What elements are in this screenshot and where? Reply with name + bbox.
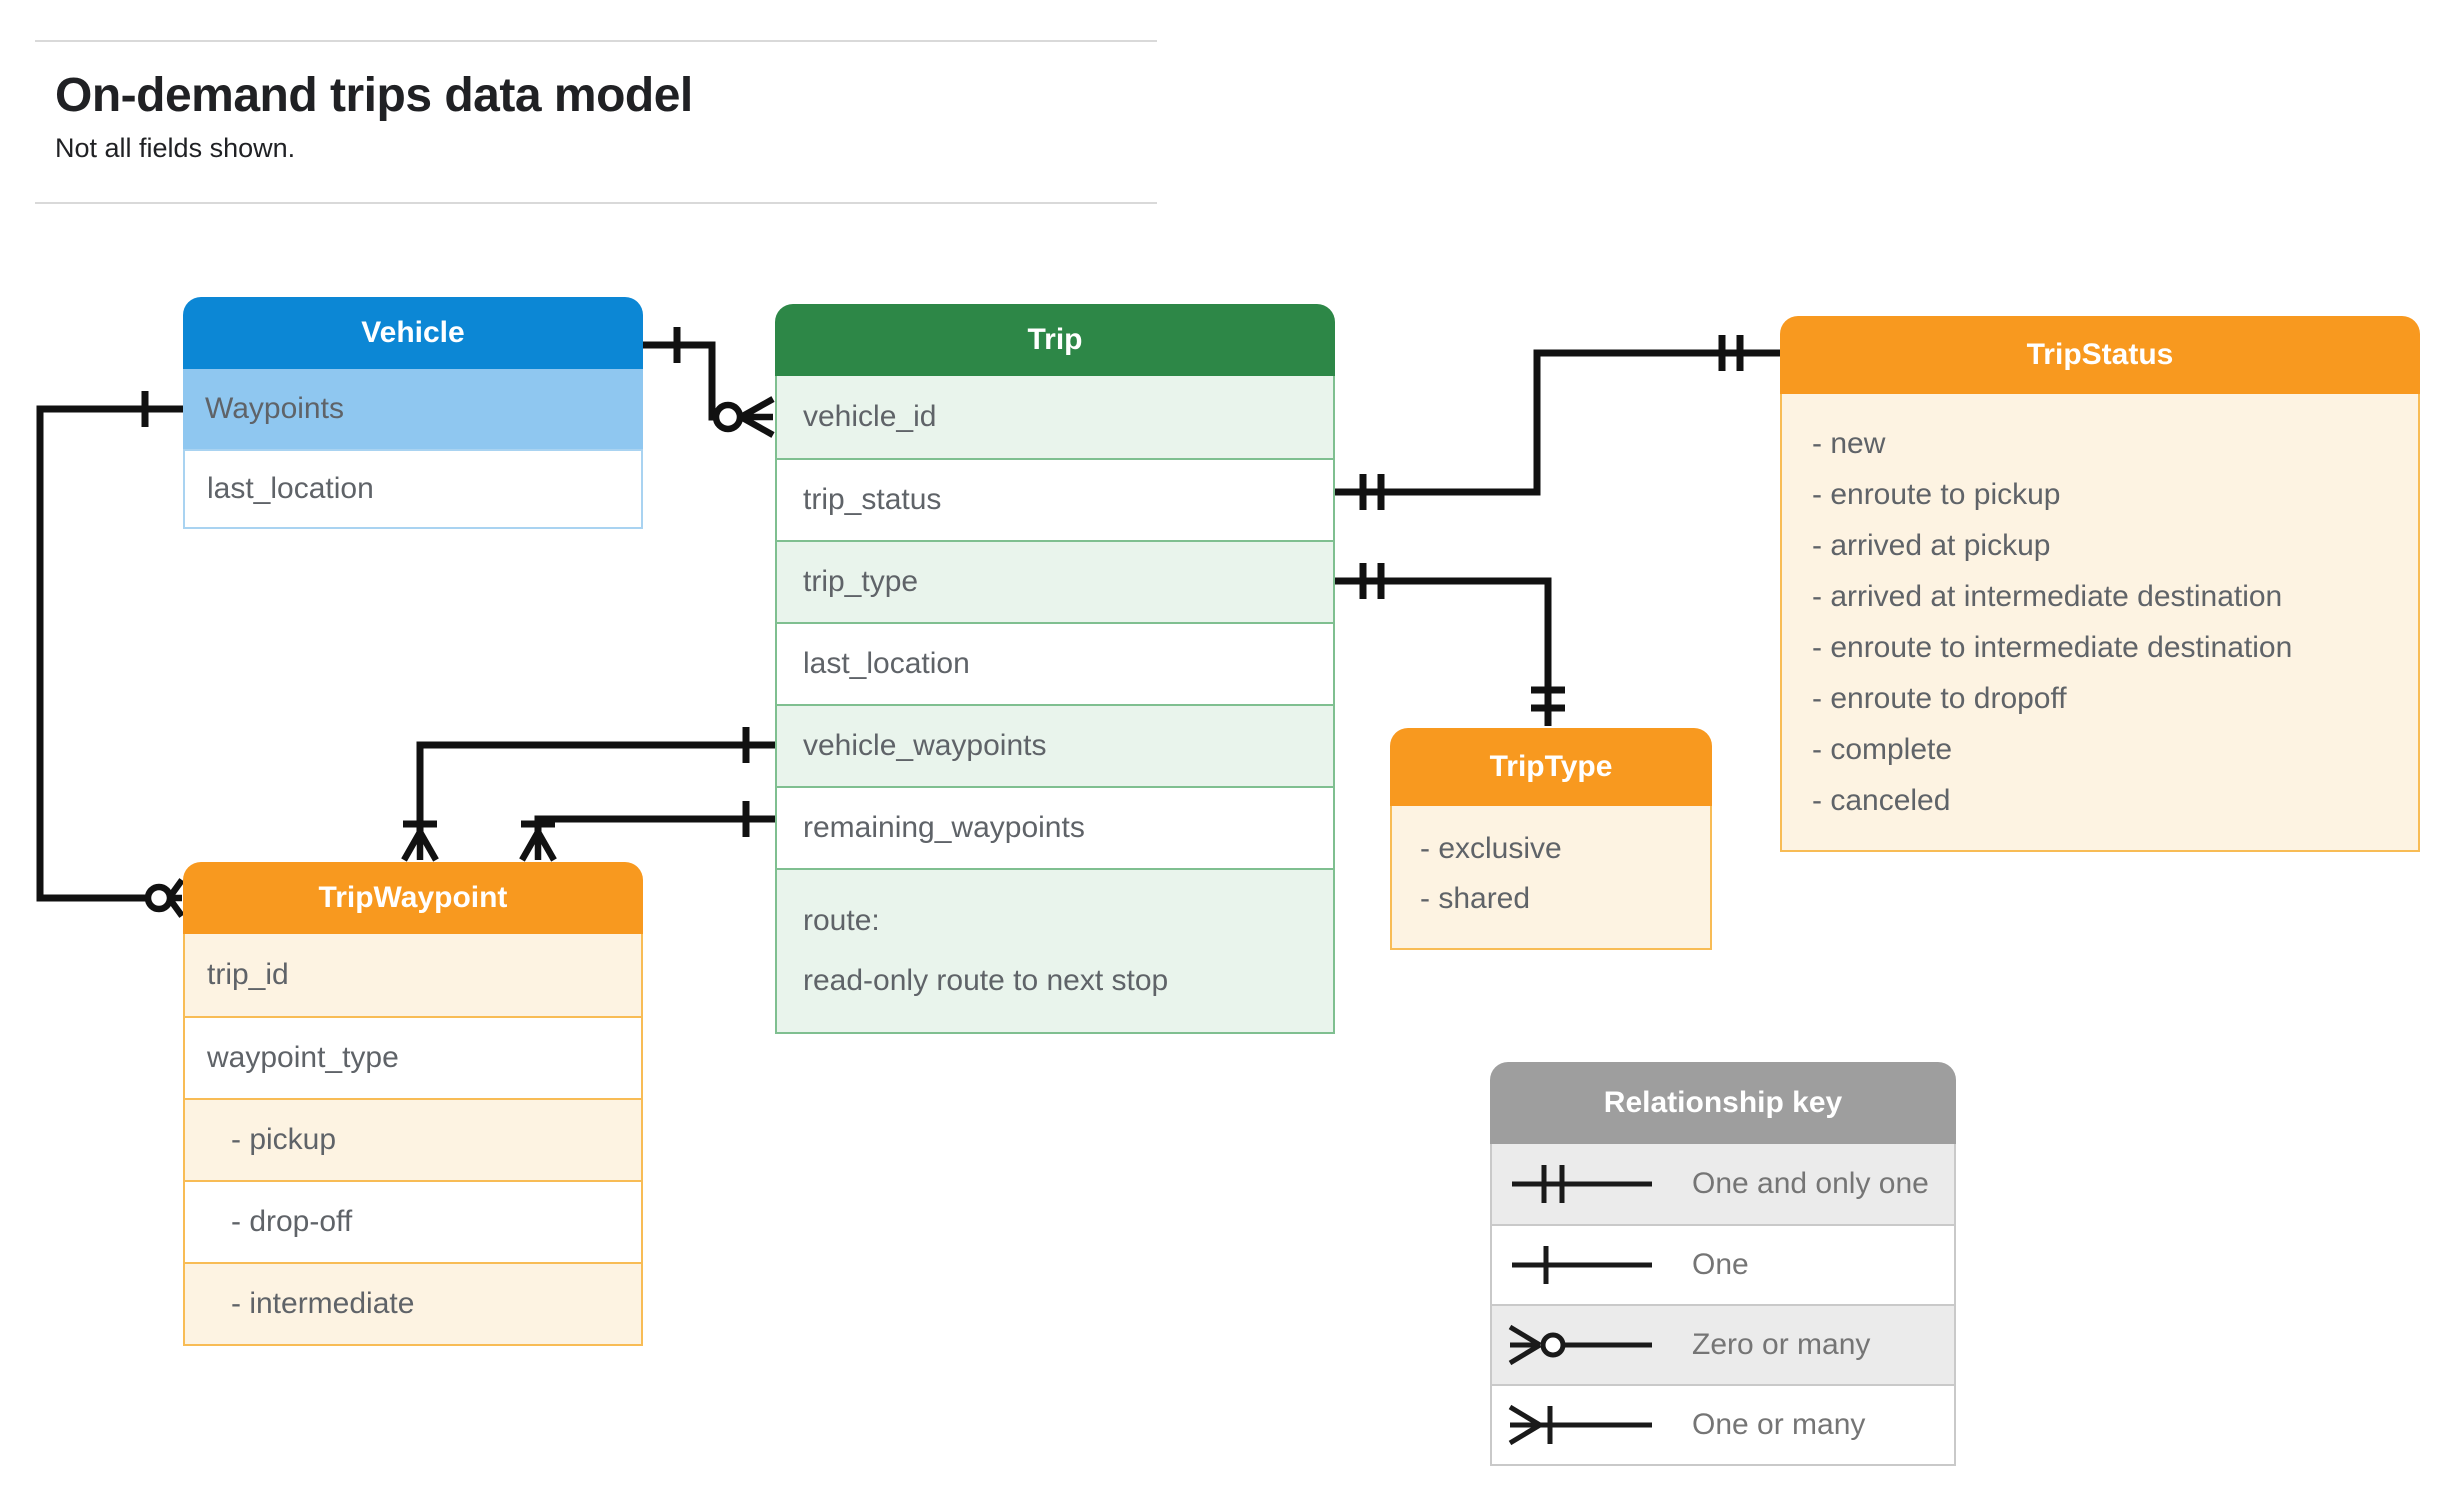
waypoint-type-value-intermediate: - intermediate: [185, 1262, 641, 1344]
one-and-only-one-icon: [1512, 1165, 1652, 1203]
legend-row-one-or-many: One or many: [1492, 1384, 1954, 1464]
zero-circle: [712, 401, 744, 433]
tripstatus-value: - enroute to pickup: [1812, 478, 2061, 511]
connector-line: [534, 815, 775, 832]
triptype-value: - shared: [1420, 882, 1531, 915]
crow-foot: [739, 396, 775, 438]
entity-trip: Trip vehicle_id trip_status trip_type la…: [775, 304, 1335, 1034]
field-trip-vehicle-waypoints: vehicle_waypoints: [777, 704, 1333, 786]
legend-label: One and only one: [1692, 1167, 1929, 1200]
top-divider: [35, 40, 1157, 42]
entity-tripstatus: TripStatus - new - enroute to pickup - a…: [1780, 316, 2420, 852]
connector-line: [416, 741, 775, 832]
relationship-key: Relationship key One and only one One: [1490, 1062, 1956, 1466]
entity-trip-fields: vehicle_id trip_status trip_type last_lo…: [775, 376, 1335, 1034]
title-divider: [35, 202, 1157, 204]
entity-tripwaypoint-title: TripWaypoint: [183, 862, 643, 934]
field-trip-trip-status: trip_status: [777, 458, 1333, 540]
waypoint-type-value-drop-off: - drop-off: [185, 1180, 641, 1262]
entity-triptype: TripType - exclusive - shared: [1390, 728, 1712, 950]
page-title: On-demand trips data model: [55, 69, 693, 122]
legend-label: One: [1692, 1248, 1749, 1281]
route-description: read-only route to next stop: [803, 964, 1169, 997]
zero-or-many-icon: [1508, 1324, 1652, 1366]
trip-status-to-tripstatus-connector: [1335, 335, 1780, 510]
field-trip-last-location: last_location: [777, 622, 1333, 704]
entity-vehicle-title: Vehicle: [183, 297, 643, 369]
tripstatus-value: - arrived at intermediate destination: [1812, 580, 2283, 613]
crow-foot: [519, 830, 557, 862]
entity-trip-title: Trip: [775, 304, 1335, 376]
vehicle-to-trip-connector: [643, 327, 775, 438]
field-vehicle-last-location: last_location: [183, 449, 643, 529]
trip-vehicle-waypoints-to-tripwaypoint-connector: [401, 727, 775, 862]
tripstatus-value: - arrived at pickup: [1812, 529, 2051, 562]
connector-line: [1335, 349, 1780, 496]
legend-row-one: One: [1492, 1224, 1954, 1304]
entity-tripstatus-values: - new - enroute to pickup - arrived at p…: [1780, 394, 2420, 852]
legend-row-zero-or-many: Zero or many: [1492, 1304, 1954, 1384]
connector-line: [36, 405, 183, 902]
field-trip-remaining-waypoints: remaining_waypoints: [777, 786, 1333, 868]
connector-line: [1335, 577, 1552, 726]
entity-triptype-values: - exclusive - shared: [1390, 806, 1712, 950]
waypoint-type-value-pickup: - pickup: [185, 1098, 641, 1180]
tripstatus-value: - canceled: [1812, 784, 1951, 817]
entity-vehicle: Vehicle Waypoints last_location: [183, 297, 643, 529]
legend-label: One or many: [1692, 1408, 1866, 1441]
triptype-value: - exclusive: [1420, 832, 1562, 865]
vehicle-waypoints-to-tripwaypoint-connector: [36, 391, 185, 918]
crow-foot: [401, 830, 439, 862]
field-tripwaypoint-waypoint-type: waypoint_type: [185, 1016, 641, 1098]
relationship-key-rows: One and only one One Zero or many: [1490, 1144, 1956, 1466]
one-icon: [1512, 1246, 1652, 1284]
tripstatus-value: - complete: [1812, 733, 1953, 766]
crow-foot: [166, 878, 185, 918]
relationship-key-title: Relationship key: [1490, 1062, 1956, 1144]
entity-tripwaypoint: TripWaypoint trip_id waypoint_type - pic…: [183, 862, 643, 1346]
tripstatus-value: - enroute to intermediate destination: [1812, 631, 2293, 664]
field-trip-trip-type: trip_type: [777, 540, 1333, 622]
legend-row-one-and-only-one: One and only one: [1492, 1144, 1954, 1224]
route-label: route:: [803, 904, 880, 937]
entity-tripstatus-title: TripStatus: [1780, 316, 2420, 394]
field-trip-vehicle-id: vehicle_id: [777, 376, 1333, 458]
page-subtitle: Not all fields shown.: [55, 133, 296, 163]
entity-tripwaypoint-fields: trip_id waypoint_type - pickup - drop-of…: [183, 934, 643, 1346]
field-trip-route: route: read-only route to next stop: [777, 868, 1333, 1032]
tripstatus-value: - enroute to dropoff: [1812, 682, 2067, 715]
trip-remaining-waypoints-to-tripwaypoint-connector: [519, 801, 775, 862]
entity-triptype-title: TripType: [1390, 728, 1712, 806]
legend-label: Zero or many: [1692, 1328, 1871, 1361]
field-vehicle-waypoints: Waypoints: [183, 369, 643, 449]
field-tripwaypoint-trip-id: trip_id: [185, 934, 641, 1016]
zero-circle: [144, 883, 174, 913]
trip-type-to-triptype-connector: [1335, 563, 1565, 726]
tripstatus-value: - new: [1812, 427, 1886, 460]
one-or-many-icon: [1508, 1404, 1652, 1446]
